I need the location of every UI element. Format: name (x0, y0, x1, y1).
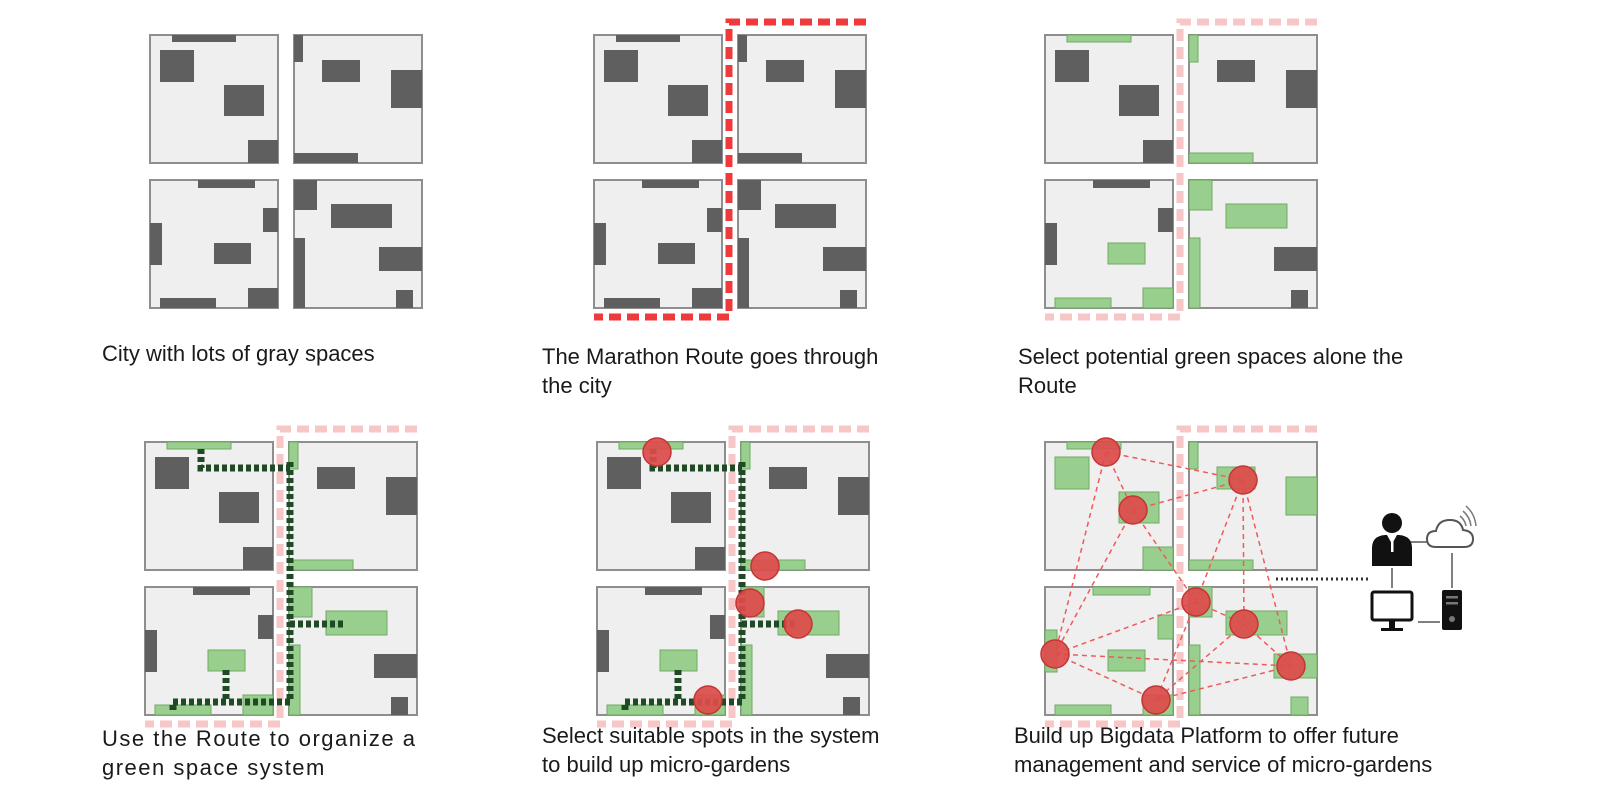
caption-panel-2: The Marathon Route goes through the city (542, 344, 879, 398)
panel-5-green-system-paths (621, 449, 798, 712)
panel-2-buildings (594, 35, 866, 308)
micro-garden-node (1228, 465, 1258, 495)
panel-3-city-blocks (1044, 18, 1318, 321)
micro-garden-node (1040, 639, 1070, 669)
caption-panel-6: Build up Bigdata Platform to offer futur… (1014, 723, 1433, 777)
server-icon (1442, 590, 1462, 630)
user-icon (1372, 513, 1412, 566)
panel-6-city-blocks (1040, 425, 1318, 728)
bigdata-platform (1276, 505, 1477, 631)
micro-garden-node (1141, 685, 1171, 715)
micro-garden-node (1229, 609, 1259, 639)
panel-3-green-spaces (1054, 34, 1288, 309)
panel-1-buildings (150, 35, 422, 308)
panel-5-buildings (597, 457, 869, 715)
panel-1-city-blocks (149, 34, 423, 309)
micro-garden-spot (783, 609, 813, 639)
panel-4-city-blocks (144, 425, 418, 728)
micro-garden-node (1181, 587, 1211, 617)
micro-garden-node (1118, 495, 1148, 525)
panel-6-network-links (1054, 451, 1292, 701)
monitor-icon (1370, 590, 1414, 631)
micro-garden-spot (750, 551, 780, 581)
micro-garden-spot (642, 437, 672, 467)
panel-5-city-blocks (596, 425, 870, 728)
panel-5-micro-garden-spots (642, 437, 813, 715)
caption-panel-4: Use the Route to organize a green space … (102, 726, 417, 780)
caption-panel-1: City with lots of gray spaces (102, 341, 375, 366)
micro-garden-spot (693, 685, 723, 715)
micro-garden-node (1091, 437, 1121, 467)
panel-2-city-blocks (593, 18, 867, 321)
panel-6-micro-garden-nodes (1040, 437, 1306, 715)
cloud-icon (1425, 505, 1477, 548)
micro-garden-spot (735, 588, 765, 618)
micro-garden-node (1276, 651, 1306, 681)
panel-4-green-system-paths (169, 449, 346, 712)
caption-panel-5: Select suitable spots in the system to b… (542, 723, 880, 777)
panel-3-buildings (1045, 50, 1317, 308)
panel-4-buildings (145, 457, 417, 715)
caption-panel-3: Select potential green spaces alone the … (1018, 344, 1404, 398)
